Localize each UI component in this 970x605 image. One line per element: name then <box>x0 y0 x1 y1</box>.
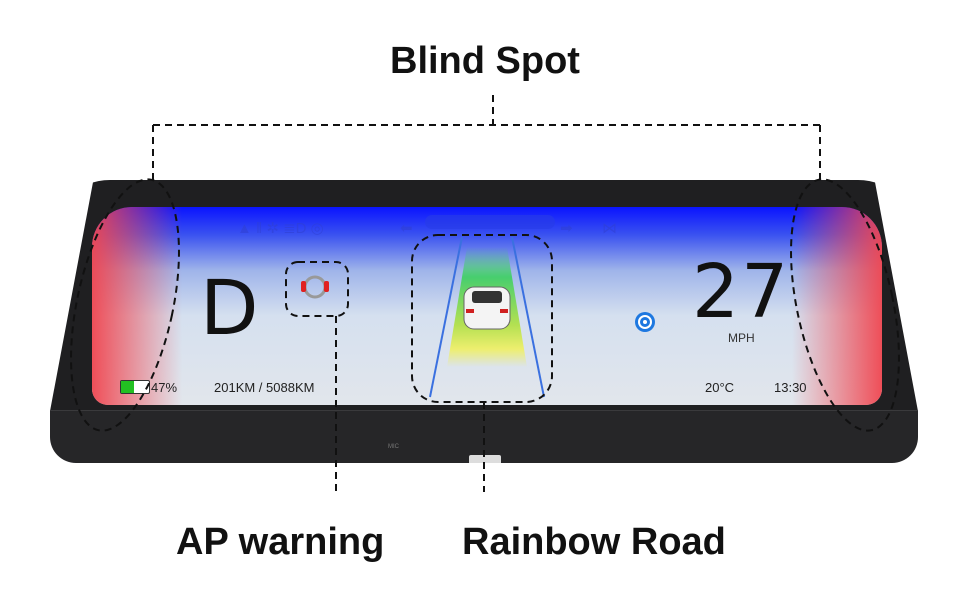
turn-left-icon: ⬅ <box>400 220 413 237</box>
blind-spot-right-indicator <box>792 207 882 405</box>
battery-icon <box>120 380 150 394</box>
turn-right-icon: ➡ <box>560 220 573 237</box>
status-icons: ▲ ‖ ✲ ≣D ◎ <box>237 220 324 237</box>
speed-readout: 27 <box>692 249 791 335</box>
gear-indicator: D <box>200 263 259 352</box>
ap-warning-icon <box>301 275 329 299</box>
device-tab <box>469 455 501 463</box>
volume-bar[interactable] <box>425 215 555 229</box>
blind-spot-left-indicator <box>92 207 182 405</box>
rainbow-road <box>429 237 545 398</box>
steering-wheel-icon <box>635 312 655 332</box>
battery-percent: 47% <box>151 380 178 395</box>
car-icon <box>463 286 511 330</box>
callout-ap-warning: AP warning <box>176 521 385 563</box>
callout-blind-spot: Blind Spot <box>390 40 580 82</box>
temperature-readout: 20°C <box>705 380 735 395</box>
callout-rainbow-road: Rainbow Road <box>462 521 726 563</box>
dashboard-screen: ▲ ‖ ✲ ≣D ◎ ⬅ ➡ ⋈ D 27 MPH 47% 201KM / 50… <box>92 207 882 405</box>
range-readout: 201KM / 5088KM <box>214 380 315 395</box>
clock: 13:30 <box>774 380 807 395</box>
wiper-icon: ⋈ <box>602 220 617 237</box>
mic-label: MIC <box>388 444 399 450</box>
speed-unit: MPH <box>728 331 755 345</box>
